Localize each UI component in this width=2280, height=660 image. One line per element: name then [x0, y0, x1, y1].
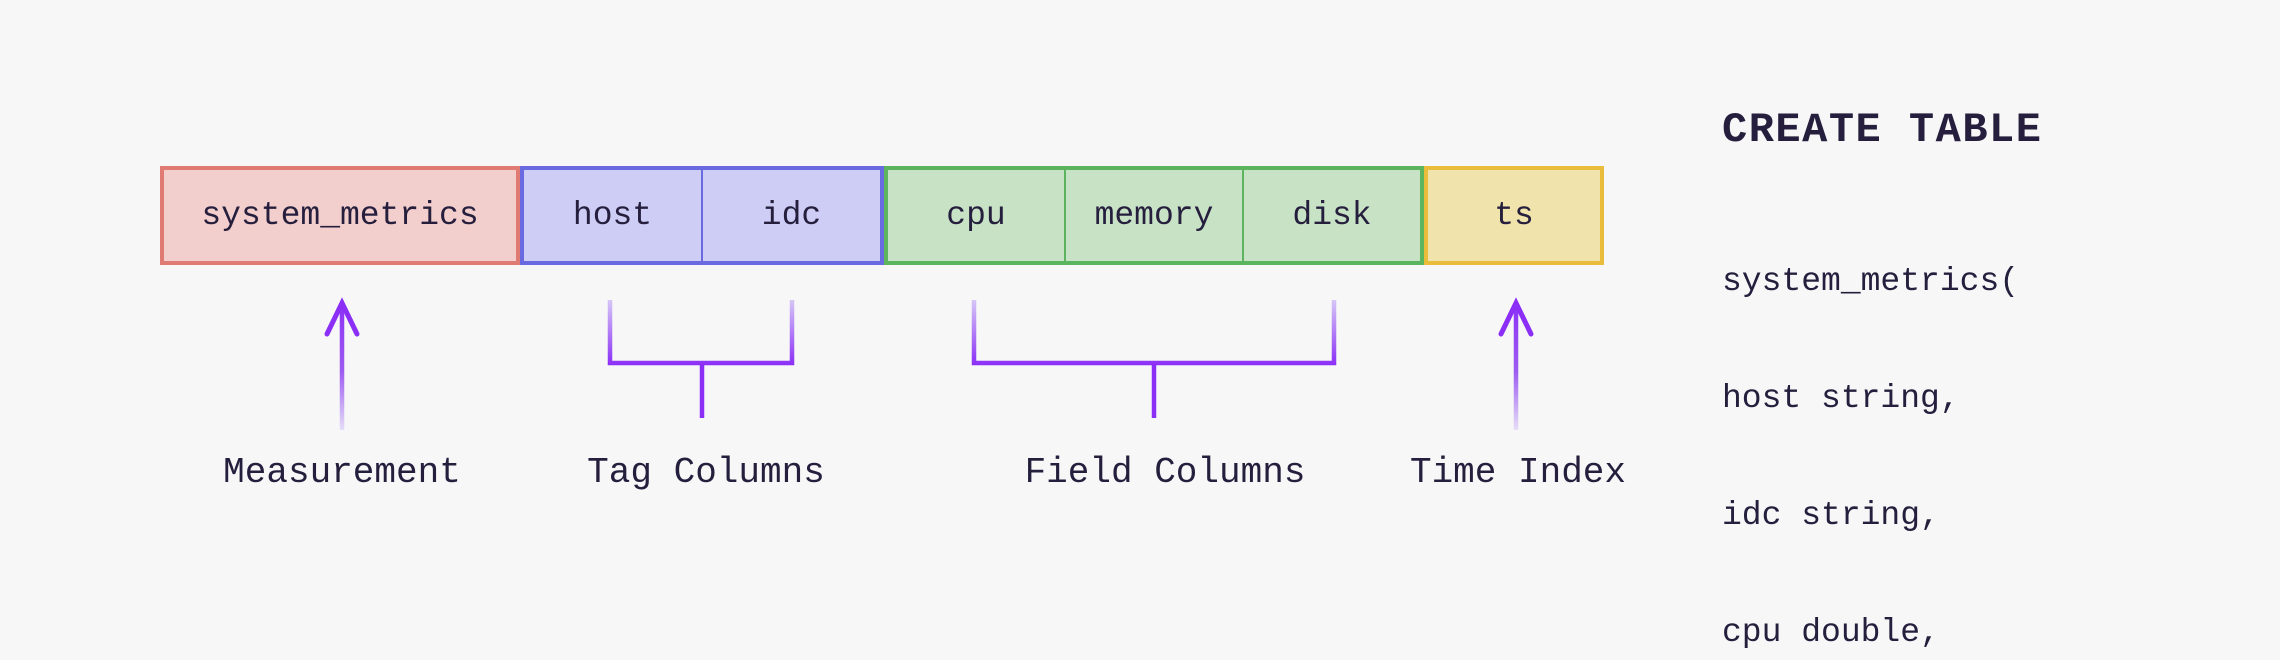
measurement-arrow-icon — [324, 297, 360, 430]
tag-column-host: host — [572, 197, 653, 234]
sql-title: CREATE TABLE — [1722, 106, 2043, 154]
field-column-cpu: cpu — [946, 197, 1006, 234]
field-columns-group: cpu memory disk — [884, 166, 1424, 265]
field-column-memory: memory — [1064, 170, 1242, 261]
field-columns-label: Field Columns — [1024, 452, 1306, 493]
time-index-box-label: ts — [1494, 197, 1534, 234]
time-index-box: ts — [1424, 166, 1604, 265]
measurement-box: system_metrics — [160, 166, 520, 265]
field-column-disk: disk — [1242, 170, 1420, 261]
time-index-arrow-icon — [1498, 297, 1534, 430]
tag-columns-group: host idc — [520, 166, 884, 265]
tag-columns-bracket-icon — [607, 300, 795, 418]
field-columns-bracket-icon — [971, 300, 1337, 418]
sql-line: host string, — [1722, 380, 1960, 417]
tag-columns-label: Tag Columns — [587, 452, 825, 493]
measurement-box-label: system_metrics — [201, 197, 479, 234]
tag-column-idc: idc — [701, 170, 880, 261]
time-index-label: Time Index — [1409, 452, 1627, 493]
measurement-label: Measurement — [223, 452, 461, 493]
sql-code-block: system_metrics( host string, idc string,… — [1722, 184, 2197, 660]
sql-line: cpu double, — [1722, 614, 1940, 651]
sql-line: system_metrics( — [1722, 263, 2020, 300]
sql-line: idc string, — [1722, 497, 1940, 534]
